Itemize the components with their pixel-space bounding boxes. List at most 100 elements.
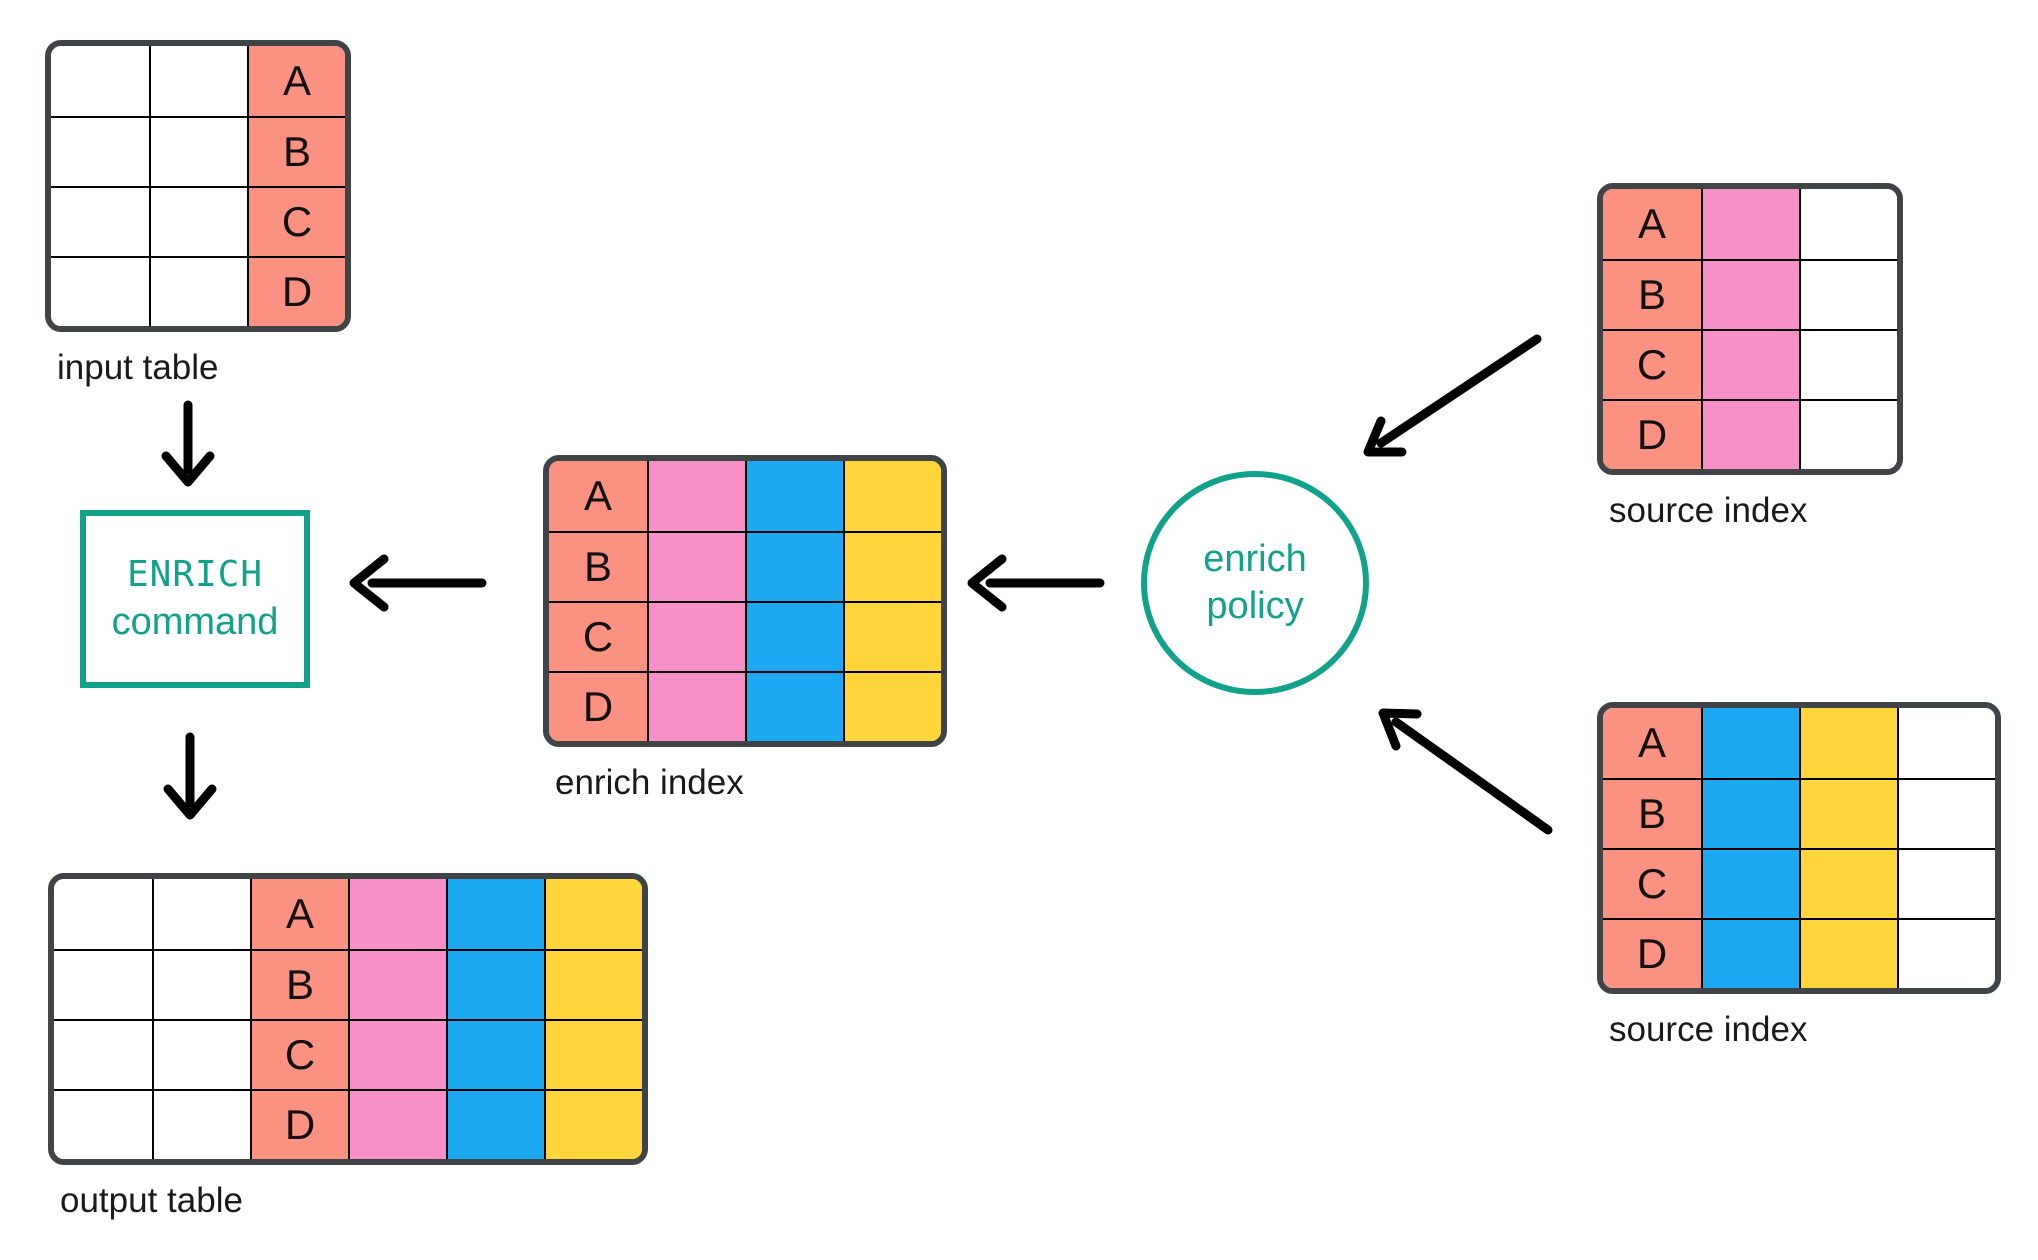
table-cell: [1897, 708, 1995, 778]
table-cell: [348, 951, 446, 1019]
table-cell: [348, 1021, 446, 1089]
key-cell: C: [549, 603, 647, 671]
table-row: D: [51, 256, 345, 326]
table-cell: [843, 673, 941, 741]
table-cell: [1701, 708, 1799, 778]
table-row: B: [54, 949, 642, 1019]
key-cell: B: [250, 951, 348, 1019]
table-cell: [745, 533, 843, 601]
output-table-label: output table: [60, 1181, 243, 1220]
table-row: C: [1603, 848, 1995, 918]
table-cell: [843, 603, 941, 671]
table-cell: [1799, 850, 1897, 918]
table-cell: [1701, 850, 1799, 918]
key-cell: C: [247, 188, 345, 256]
table-cell: [348, 1091, 446, 1159]
key-cell: D: [1603, 401, 1701, 469]
table-cell: [647, 533, 745, 601]
enrich-policy-word1: enrich: [1203, 538, 1307, 580]
table-cell: [1799, 261, 1897, 329]
table-cell: [544, 951, 642, 1019]
table-cell: [544, 1091, 642, 1159]
table-row: C: [51, 186, 345, 256]
table-row: B: [1603, 259, 1897, 329]
table-row: A: [549, 461, 941, 531]
key-cell: D: [250, 1091, 348, 1159]
key-cell: C: [250, 1021, 348, 1089]
table-cell: [149, 118, 247, 186]
table-cell: [152, 879, 250, 949]
key-cell: B: [1603, 261, 1701, 329]
key-cell: B: [247, 118, 345, 186]
key-cell: D: [549, 673, 647, 741]
table-cell: [1701, 261, 1799, 329]
table-cell: [843, 533, 941, 601]
arrow-input-to-command: [161, 400, 215, 487]
table-cell: [1701, 920, 1799, 988]
table-cell: [745, 673, 843, 741]
arrow-source-top-to-policy: [1363, 334, 1542, 457]
table-cell: [1897, 920, 1995, 988]
table-cell: [51, 188, 149, 256]
table-row: C: [549, 601, 941, 671]
table-cell: [544, 1021, 642, 1089]
table-cell: [54, 1091, 152, 1159]
table-cell: [446, 1021, 544, 1089]
enrich-index-label: enrich index: [555, 763, 744, 802]
table-cell: [843, 461, 941, 531]
table-row: D: [54, 1089, 642, 1159]
arrow-source-bottom-to-policy: [1378, 708, 1553, 835]
table-cell: [1701, 780, 1799, 848]
table-cell: [1799, 920, 1897, 988]
enrich-command-box: ENRICH command: [80, 510, 310, 688]
table-cell: [745, 461, 843, 531]
table-row: D: [549, 671, 941, 741]
table-cell: [1799, 331, 1897, 399]
table-cell: [1701, 401, 1799, 469]
key-cell: A: [250, 879, 348, 949]
table-cell: [348, 879, 446, 949]
arrow-command-to-output: [163, 732, 217, 820]
table-cell: [1799, 401, 1897, 469]
table-row: B: [51, 116, 345, 186]
enrich-policy-word2: policy: [1206, 585, 1304, 627]
table-cell: [51, 258, 149, 326]
table-cell: [152, 1021, 250, 1089]
table-row: C: [1603, 329, 1897, 399]
key-cell: B: [1603, 780, 1701, 848]
table-cell: [149, 46, 247, 116]
table-cell: [745, 603, 843, 671]
table-row: A: [51, 46, 345, 116]
table-row: A: [54, 879, 642, 949]
table-row: A: [1603, 189, 1897, 259]
source-index-bottom-label: source index: [1609, 1010, 1808, 1049]
table-cell: [54, 1021, 152, 1089]
table-row: B: [1603, 778, 1995, 848]
key-cell: C: [1603, 850, 1701, 918]
table-cell: [149, 188, 247, 256]
table-cell: [1799, 189, 1897, 259]
table-cell: [446, 1091, 544, 1159]
table-cell: [647, 461, 745, 531]
table-cell: [647, 603, 745, 671]
key-cell: D: [1603, 920, 1701, 988]
table-row: B: [549, 531, 941, 601]
table-cell: [51, 46, 149, 116]
table-cell: [152, 951, 250, 1019]
table-cell: [647, 673, 745, 741]
source-index-top-label: source index: [1609, 491, 1808, 530]
table-cell: [51, 118, 149, 186]
key-cell: A: [549, 461, 647, 531]
table-cell: [1701, 189, 1799, 259]
table-row: A: [1603, 708, 1995, 778]
